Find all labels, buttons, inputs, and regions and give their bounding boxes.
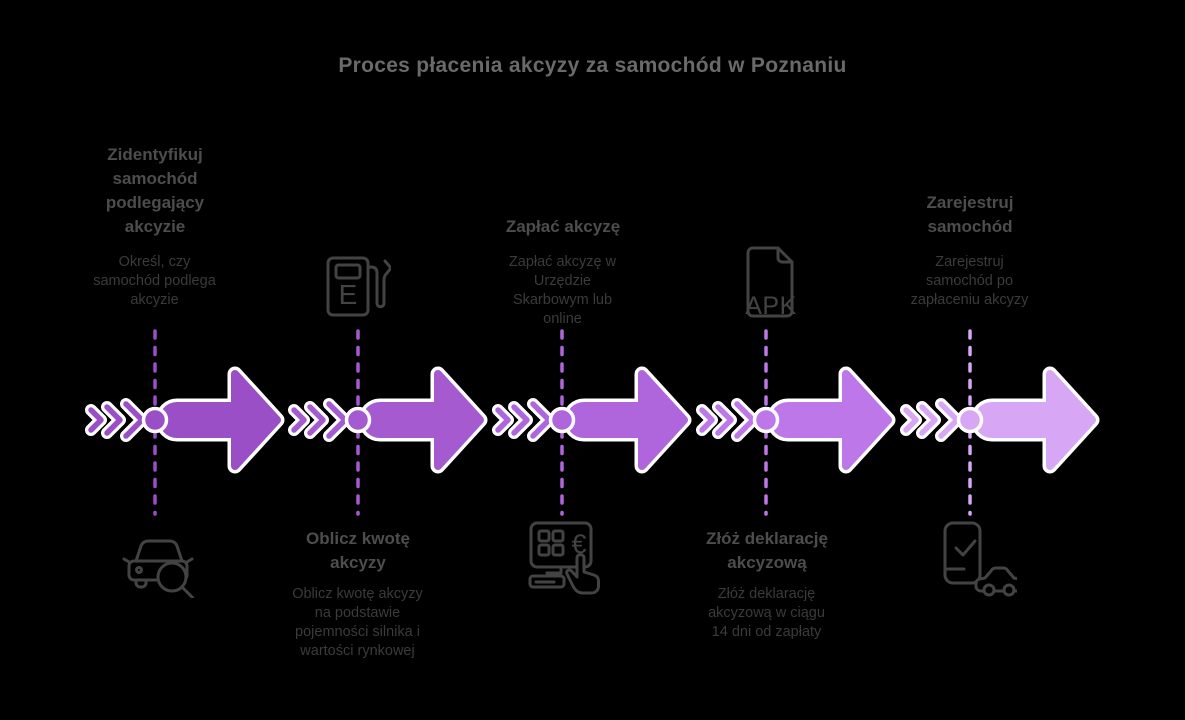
car-search-icon [122, 539, 195, 598]
phone-check-car-icon [943, 521, 1017, 597]
fuel-pump-icon: E [326, 256, 391, 317]
step-5-title: Zarejestruj samochód [926, 193, 1014, 236]
step-1-description: Określ, czy samochód podlega akcyzie [93, 254, 216, 308]
page-title: Proces płacenia akcyzy za samochód w Poz… [338, 54, 847, 77]
step-4-description: Złóż deklarację akcyzową w ciągu 14 dni … [708, 586, 825, 640]
segment-3-color-group [492, 329, 692, 516]
step-4-title: Złóż deklarację akcyzową [706, 529, 828, 572]
timeline-segment-2 [288, 329, 488, 516]
arrow-right-icon [770, 370, 892, 470]
arrow-right-icon [362, 370, 484, 470]
arrow-right-icon [159, 370, 281, 470]
step-3-description: Zapłać akcyzę w Urzędzie Skarbowym lub o… [508, 254, 617, 327]
segment-4-color-group [696, 329, 896, 516]
timeline-segment-1 [85, 329, 285, 516]
timeline-segment-4 [696, 329, 896, 516]
segment-1-color-group [85, 329, 285, 516]
euro-symbol: € [571, 529, 586, 559]
payment-terminal-icon: € [528, 521, 600, 595]
step-1-title: Zidentyfikuj samochód podlegający akcyzi… [105, 145, 205, 236]
segment-5-color-group [900, 329, 1100, 516]
timeline-dot [752, 406, 780, 434]
step-3-title: Zapłać akcyzę [505, 217, 621, 236]
step-2-description: Oblicz kwotę akcyzy na podstawie pojemno… [292, 586, 423, 659]
timeline-dot [344, 406, 372, 434]
step-2-title: Oblicz kwotę akcyzy [306, 529, 410, 572]
timeline-segment-3 [492, 329, 692, 516]
apk-label: APK [745, 292, 797, 320]
timeline-dot [956, 406, 984, 434]
step-5-description: Zarejestruj samochód po zapłaceniu akcyz… [910, 254, 1029, 308]
timeline-dot [548, 406, 576, 434]
segment-2-color-group [288, 329, 488, 516]
timeline-dot [141, 406, 169, 434]
fuel-pump-letter: E [339, 279, 358, 310]
apk-file-icon: APK [745, 246, 797, 320]
timeline-segment-5 [900, 329, 1100, 516]
arrow-right-icon [566, 370, 688, 470]
arrow-right-icon [974, 370, 1096, 470]
